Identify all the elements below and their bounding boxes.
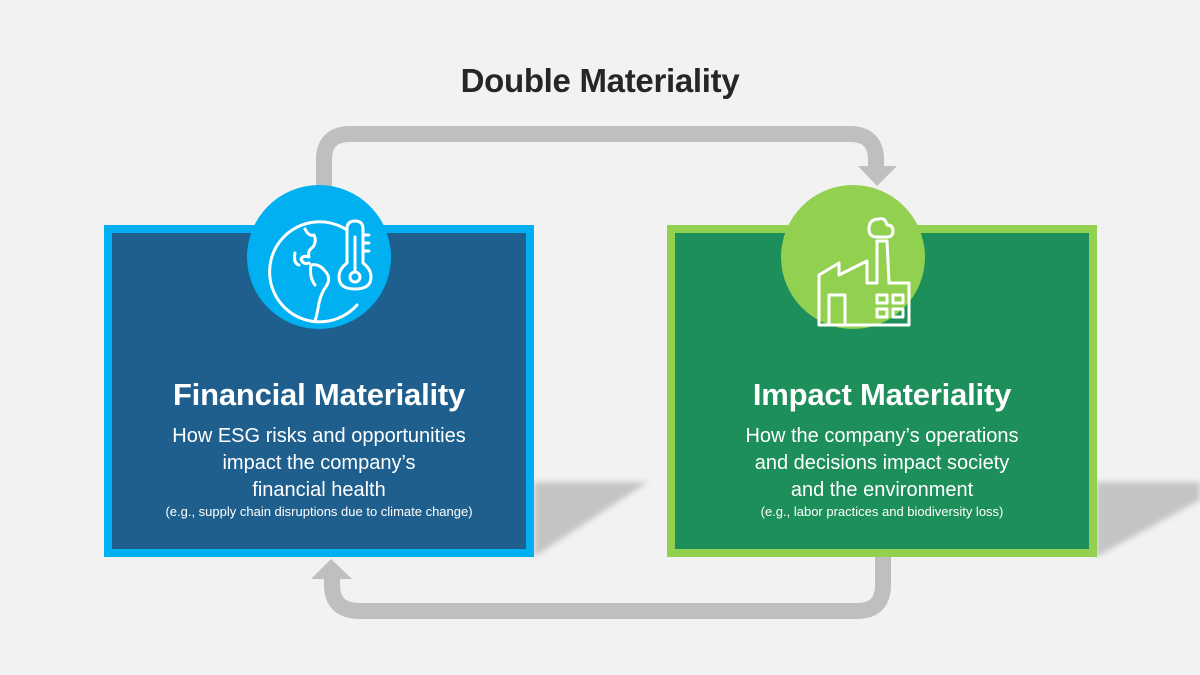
card-description: How the company’s operations and decisio… — [745, 425, 1019, 501]
page-title: Double Materiality — [460, 62, 740, 99]
financial-badge — [247, 185, 391, 329]
card-description: How ESG risks and opportunities impact t… — [172, 425, 466, 501]
card-title: Financial Materiality — [172, 377, 466, 412]
arrow-impact-to-financial — [324, 557, 891, 619]
arrowhead-down-icon — [858, 166, 897, 186]
arrow-financial-to-impact — [316, 126, 884, 200]
factory-icon — [817, 217, 911, 327]
card-example: (e.g., supply chain disruptions due to c… — [165, 504, 473, 519]
impact-badge — [781, 185, 925, 329]
globe-thermometer-icon — [268, 219, 373, 324]
financial-card-shadow — [534, 482, 648, 557]
impact-card-shadow — [1096, 482, 1200, 557]
card-example: (e.g., labor practices and biodiversity … — [760, 504, 1004, 519]
arrowhead-up-icon — [311, 559, 352, 579]
card-title: Impact Materiality — [752, 377, 1012, 412]
